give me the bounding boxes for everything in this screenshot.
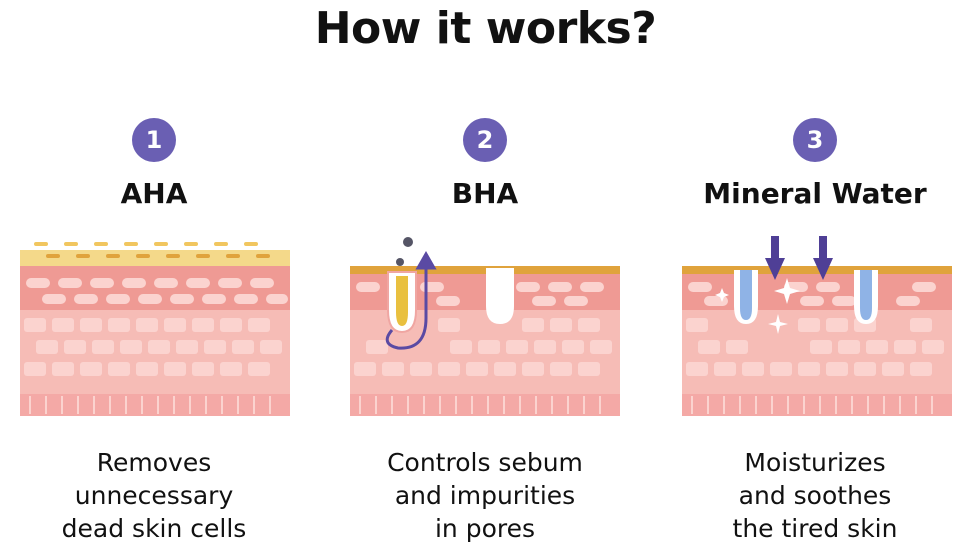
exfoliation-arrow-icon <box>385 250 437 350</box>
description-line: the tired skin <box>732 514 898 543</box>
description-line: and impurities <box>394 481 576 510</box>
pore-with-sebum-icon <box>387 271 417 334</box>
down-arrow-icon <box>765 236 785 280</box>
description-line: Moisturizes <box>744 448 886 477</box>
sparkle-icon <box>715 278 800 334</box>
step-description: Moisturizes and soothes the tired skin <box>655 446 971 545</box>
mineral-water-skin-illustration <box>682 236 952 416</box>
description-line: Controls sebum <box>387 448 583 477</box>
step-aha: 1 AHA <box>0 118 314 212</box>
step-number-badge: 1 <box>132 118 176 162</box>
step-label: BHA <box>451 177 519 210</box>
step-number-badge: 2 <box>463 118 507 162</box>
step-description: Controls sebum and impurities in pores <box>325 446 645 545</box>
dead-skin-flakes-icon <box>20 242 290 266</box>
step-mineral-water: 3 Mineral Water <box>655 118 971 212</box>
step-label: AHA <box>120 177 188 210</box>
water-drop-icon <box>854 270 878 324</box>
description-line: unnecessary <box>74 481 234 510</box>
description-line: and soothes <box>738 481 892 510</box>
step-description: Removes unnecessary dead skin cells <box>0 446 314 545</box>
bha-skin-illustration <box>350 237 620 416</box>
aha-skin-illustration <box>20 242 290 416</box>
clean-pore-icon <box>486 268 514 324</box>
step-number-badge: 3 <box>793 118 837 162</box>
impurity-particle-icon <box>396 237 413 266</box>
description-line: in pores <box>434 514 536 543</box>
down-arrow-icon <box>813 236 833 280</box>
step-label: Mineral Water <box>703 177 927 210</box>
water-drop-icon <box>734 270 758 324</box>
description-line: dead skin cells <box>61 514 247 543</box>
description-line: Removes <box>96 448 212 477</box>
step-bha: 2 BHA <box>325 118 645 212</box>
page-title: How it works? <box>314 3 657 54</box>
